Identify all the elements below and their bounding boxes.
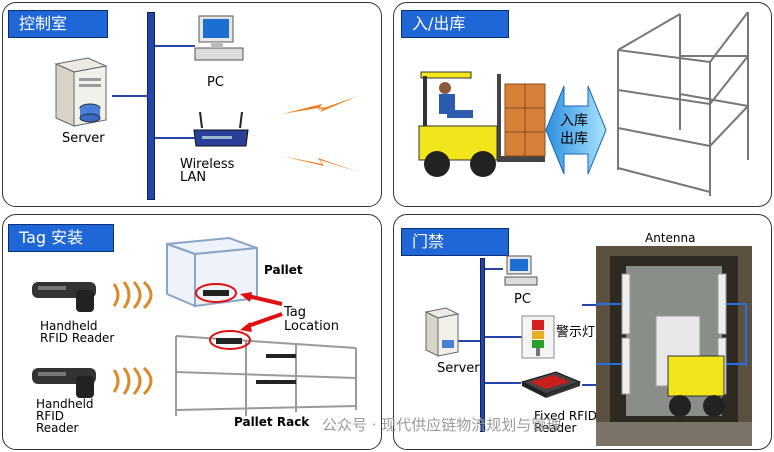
handheld-reader-icon-2 [32,368,96,398]
wireless-lan-label: Wireless LAN [180,157,235,185]
pallet-rack-label: Pallet Rack [234,415,310,429]
tag-location-label: Tag Location [284,305,339,334]
panel-title-tag-install: Tag 安装 [8,224,114,252]
forklift-icon [418,71,546,177]
pc-link [155,45,195,47]
fixed-reader-icon [520,371,582,398]
panel-title-inout: 入/出库 [401,10,509,38]
antenna-label: Antenna [645,231,696,245]
panel-title-gate: 门禁 [401,228,509,256]
pointer-arrow-icon [240,292,283,332]
handheld-reader-label-2: Handheld RFID Reader [36,397,94,435]
signal-bolt-icon-2 [282,156,358,172]
watermark: 公众号 · 现代供应链物流规划与管理 [322,416,562,434]
gate-warning-link [485,336,523,338]
wireless-router-icon [193,111,249,147]
gate-pc-label: PC [514,292,531,307]
rf-waves-icon [112,280,153,310]
handheld-reader-label-1: Handheld RFID Reader [40,319,115,345]
signal-bolt-icon [282,96,358,114]
pallet-rack-icon [175,330,357,416]
gate-server-link [458,340,480,342]
server-label: Server [62,131,105,146]
warning-light-label: 警示灯 [556,325,596,340]
server-link [112,95,148,97]
gate-pc-link [485,268,503,270]
gate-reader-link [485,382,521,384]
wlan-link [155,137,195,139]
gate-pc-icon [504,255,538,286]
storage-rack-icon [617,11,749,196]
handheld-reader-icon [32,282,96,312]
gate-server-label: Server [437,361,480,376]
panel-title-control-room: 控制室 [8,10,108,38]
warehouse-gate-photo [596,246,752,446]
gate-antenna-link [582,304,596,306]
pallet-label: Pallet [264,263,303,277]
warning-light-icon [521,315,555,359]
double-arrow-icon [545,85,607,175]
pc-icon [194,15,244,61]
pallet-cage-icon [166,236,258,308]
server-icon [54,57,108,127]
gate-antenna-link-2 [582,384,596,386]
gate-network-bus [480,258,485,432]
fixed-reader-label: Fixed RFID Reader [534,409,597,435]
network-bus [147,12,155,200]
rf-waves-icon-2 [112,366,153,396]
pc-label: PC [207,75,224,90]
inout-arrow-label: 入库 出库 [560,113,588,147]
gate-server-icon [424,307,460,357]
